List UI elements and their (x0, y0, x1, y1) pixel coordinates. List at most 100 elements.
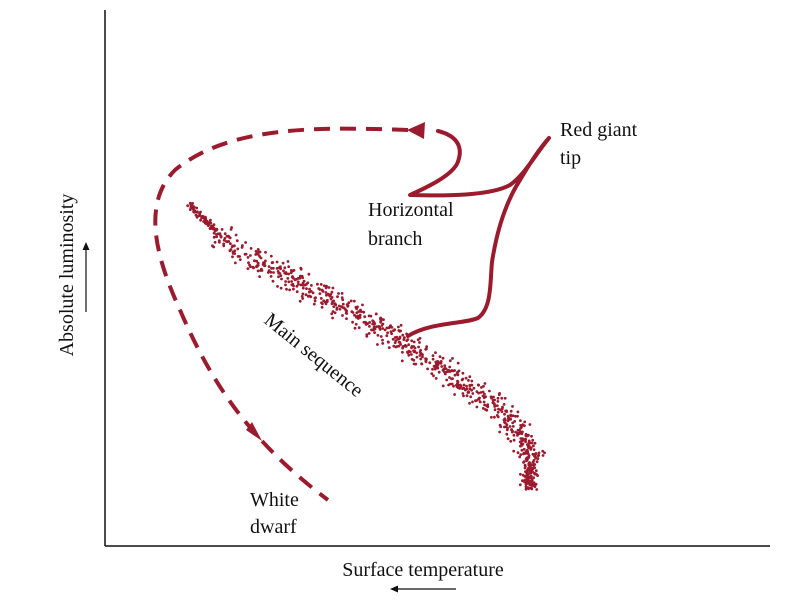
main-sequence-star (231, 250, 235, 254)
main-sequence-star (471, 392, 475, 395)
main-sequence-star (519, 437, 523, 440)
main-sequence-star (286, 260, 290, 263)
main-sequence-star (468, 401, 471, 405)
main-sequence-star (496, 396, 500, 400)
main-sequence-star (256, 269, 260, 273)
main-sequence-star (306, 281, 310, 285)
main-sequence-star (374, 312, 378, 316)
horizontal-branch-label-line2: branch (368, 228, 422, 250)
main-sequence-star (270, 261, 274, 265)
main-sequence-star (287, 272, 291, 276)
main-sequence-star (419, 351, 423, 355)
main-sequence-star (399, 343, 402, 346)
main-sequence-star (450, 369, 454, 373)
main-sequence-star (259, 256, 263, 260)
main-sequence-star (391, 337, 395, 341)
main-sequence-star (434, 351, 437, 354)
main-sequence-star (330, 290, 334, 294)
main-sequence-star (519, 472, 522, 476)
main-sequence-star (261, 263, 265, 266)
main-sequence-star (341, 314, 344, 317)
main-sequence-star (199, 218, 203, 222)
main-sequence-star (299, 283, 303, 287)
main-sequence-star (320, 301, 323, 305)
y-axis-label: Absolute luminosity (56, 194, 78, 357)
main-sequence-star (238, 258, 242, 261)
main-sequence-star (495, 414, 499, 417)
main-sequence-star (410, 357, 414, 361)
main-sequence-star (410, 353, 413, 356)
main-sequence-star (532, 448, 536, 451)
main-sequence-star (387, 346, 391, 349)
main-sequence-star (524, 465, 527, 468)
white-dwarf-label-line2: dwarf (250, 516, 297, 538)
main-sequence-star (246, 267, 250, 270)
main-sequence-star (331, 300, 334, 304)
main-sequence-star (524, 487, 528, 491)
main-sequence-star (467, 379, 470, 382)
main-sequence-star (530, 486, 533, 490)
main-sequence-star (526, 455, 530, 459)
main-sequence-star (234, 233, 238, 237)
main-sequence-star (299, 267, 303, 271)
main-sequence-star (520, 439, 524, 443)
main-sequence-star (312, 302, 316, 306)
main-sequence-star (378, 328, 382, 331)
main-sequence-star (456, 386, 460, 390)
main-sequence-star (453, 373, 457, 377)
main-sequence-star (518, 483, 522, 487)
main-sequence-star (418, 336, 422, 340)
main-sequence-star (381, 338, 384, 342)
axes (104, 10, 770, 547)
main-sequence-star (534, 456, 538, 460)
main-sequence-star (434, 365, 438, 369)
main-sequence-star (421, 355, 424, 359)
main-sequence-star (463, 388, 467, 391)
x-axis-label: Surface temperature (342, 559, 504, 581)
main-sequence-star (526, 445, 530, 448)
main-sequence-star (330, 312, 334, 316)
main-sequence-star (424, 357, 427, 361)
main-sequence-star (359, 310, 363, 313)
main-sequence-star (285, 287, 288, 291)
main-sequence-star (353, 313, 356, 317)
main-sequence-star (526, 434, 529, 438)
main-sequence-star (283, 271, 287, 275)
main-sequence-star (519, 453, 523, 456)
main-sequence-star (320, 305, 324, 309)
main-sequence-star (345, 303, 349, 306)
main-sequence-star (264, 250, 267, 254)
main-sequence-star (516, 451, 520, 455)
main-sequence-star (276, 285, 279, 288)
main-sequence-star (288, 288, 291, 292)
main-sequence-star (418, 341, 421, 344)
track-arrowhead-icon (407, 122, 425, 139)
main-sequence-star (511, 421, 515, 425)
main-sequence-star (270, 266, 273, 270)
main-sequence-star (522, 460, 526, 464)
main-sequence-star (192, 205, 196, 209)
main-sequence-star (325, 300, 329, 303)
main-sequence-star (499, 408, 502, 412)
main-sequence-star (434, 377, 438, 380)
main-sequence-star (308, 287, 311, 291)
main-sequence-star (469, 395, 473, 399)
main-sequence-star (289, 271, 293, 275)
main-sequence-star (258, 275, 261, 278)
white-dwarf-arrowhead-icon (246, 422, 262, 441)
main-sequence-star (535, 488, 539, 491)
main-sequence-star (340, 292, 344, 295)
main-sequence-star (534, 452, 538, 456)
main-sequence-star (363, 315, 367, 319)
main-sequence-star (318, 292, 322, 295)
main-sequence-star (322, 284, 326, 288)
main-sequence-star (507, 416, 511, 420)
main-sequence-star (451, 357, 454, 360)
main-sequence-star (479, 391, 483, 394)
main-sequence-star (518, 430, 522, 434)
main-sequence-star (431, 354, 435, 357)
main-sequence-star (481, 407, 485, 410)
main-sequence-star (229, 228, 233, 231)
main-sequence-star (390, 326, 394, 329)
